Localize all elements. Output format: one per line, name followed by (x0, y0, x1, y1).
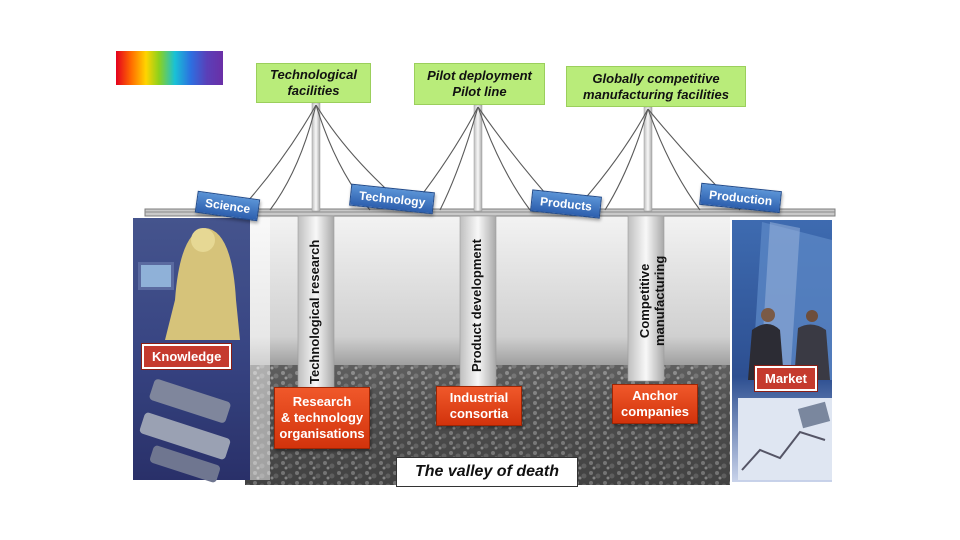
pillar-label-technological-research: Technological research (307, 239, 322, 384)
label-knowledge: Knowledge (140, 343, 233, 370)
caption-valley-of-death: The valley of death (396, 457, 578, 487)
pillar-label-product-development: Product development (469, 239, 484, 372)
spectrum-bar (116, 51, 223, 85)
label-market: Market (754, 365, 818, 392)
